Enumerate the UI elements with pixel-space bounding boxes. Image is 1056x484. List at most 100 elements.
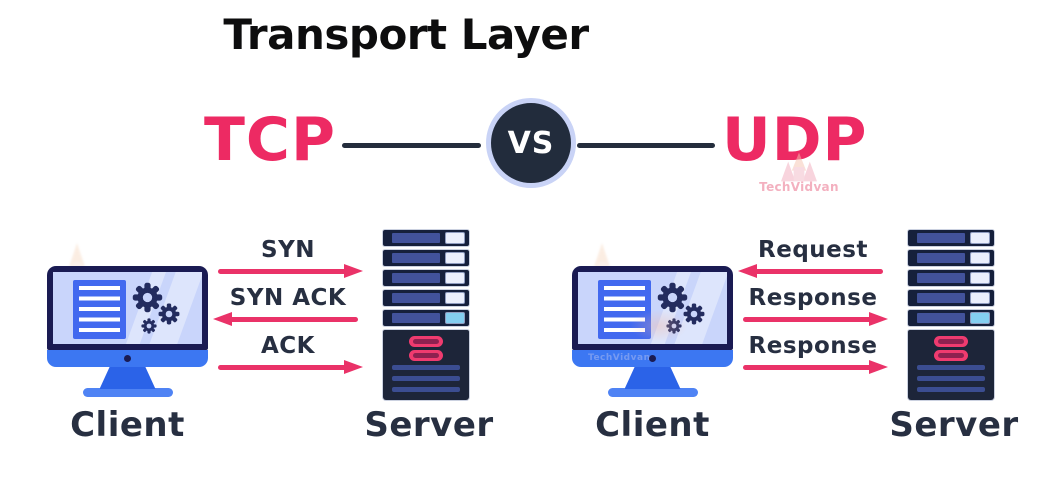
- server-unit: [383, 250, 469, 266]
- server-unit: [383, 270, 469, 286]
- document-icon: [598, 280, 651, 339]
- server-slot: [409, 336, 443, 347]
- client-caption: Client: [70, 405, 185, 445]
- document-icon: [73, 280, 126, 339]
- message-label: Response: [748, 333, 878, 359]
- connector-line-left: [342, 143, 481, 148]
- server-slot: [934, 350, 968, 361]
- server-unit-panel: [392, 253, 440, 263]
- camera-dot: [124, 355, 131, 362]
- monitor-chin: TechVidvan: [572, 350, 733, 367]
- server-unit: [383, 230, 469, 246]
- monitor-chin: [47, 350, 208, 367]
- monitor-stand: [624, 367, 681, 389]
- tcp-message-list: SYN SYN ACK ACK: [213, 237, 363, 381]
- monitor-screen: [53, 272, 202, 344]
- message-label: SYN: [261, 237, 315, 263]
- camera-dot: [649, 355, 656, 362]
- server-unit: [908, 270, 994, 286]
- client-computer: [47, 266, 208, 397]
- page-title: Transport Layer: [223, 10, 589, 59]
- client-caption: Client: [595, 405, 710, 445]
- message-arrow-icon: [213, 312, 360, 327]
- vs-badge-text: VS: [507, 125, 555, 161]
- monitor-screen: [578, 272, 727, 344]
- client-computer: TechVidvan: [572, 266, 733, 397]
- message-row: Response: [741, 333, 888, 375]
- server-slot: [934, 336, 968, 347]
- monitor-frame: [47, 266, 208, 350]
- server-unit-panel: [917, 253, 965, 263]
- server-caption: Server: [364, 405, 494, 445]
- server-led: [971, 293, 989, 303]
- watermark-smudge: [630, 310, 688, 342]
- server-led: [446, 293, 464, 303]
- connector-line-right: [577, 143, 715, 148]
- tcp-label: TCP: [204, 105, 336, 175]
- message-arrow-icon: [741, 360, 888, 375]
- server-unit: [908, 230, 994, 246]
- server-unit: [908, 290, 994, 306]
- monitor-base: [82, 388, 173, 397]
- server-vent-line: [917, 376, 985, 381]
- message-row: Response: [741, 285, 888, 327]
- server-led: [446, 253, 464, 263]
- message-arrow-icon: [741, 312, 888, 327]
- server-unit-panel: [392, 273, 440, 283]
- server-unit-panel: [917, 233, 965, 243]
- message-arrow-icon: [216, 264, 363, 279]
- server-led: [971, 233, 989, 243]
- monitor-stand: [99, 367, 156, 389]
- server-slot: [409, 350, 443, 361]
- message-label: Request: [758, 237, 868, 263]
- server-unit: [908, 310, 994, 326]
- monitor-base: [607, 388, 698, 397]
- udp-message-list: Request Response Response: [738, 237, 888, 381]
- server-vent-line: [392, 376, 460, 381]
- server-tower: [383, 330, 469, 400]
- server-unit: [383, 290, 469, 306]
- server-rack: [908, 230, 994, 400]
- document-lines: [604, 286, 645, 334]
- server-unit: [383, 310, 469, 326]
- message-arrow-icon: [216, 360, 363, 375]
- server-unit: [908, 250, 994, 266]
- server-unit-panel: [917, 273, 965, 283]
- server-vent-line: [392, 387, 460, 392]
- gear-medium-icon: [158, 303, 180, 325]
- server-led: [446, 313, 464, 323]
- message-row: ACK: [216, 333, 363, 375]
- brand-name: TechVidvan: [759, 180, 839, 194]
- document-lines: [79, 286, 120, 334]
- server-caption: Server: [889, 405, 1019, 445]
- server-led: [971, 313, 989, 323]
- vs-badge: VS: [486, 98, 576, 188]
- message-label: Response: [748, 285, 878, 311]
- server-rack: [383, 230, 469, 400]
- server-tower: [908, 330, 994, 400]
- server-unit-panel: [917, 313, 965, 323]
- udp-label: UDP: [722, 105, 868, 175]
- message-label: SYN ACK: [229, 285, 347, 311]
- server-unit-panel: [392, 313, 440, 323]
- tcp-exchange-panel: SYN SYN ACK ACK: [0, 225, 531, 484]
- server-led: [971, 253, 989, 263]
- server-unit-panel: [392, 293, 440, 303]
- message-row: Request: [738, 237, 885, 279]
- server-vent-line: [392, 365, 460, 370]
- server-unit-panel: [392, 233, 440, 243]
- server-led: [971, 273, 989, 283]
- server-unit-panel: [917, 293, 965, 303]
- server-vent-line: [917, 387, 985, 392]
- message-label: ACK: [260, 333, 315, 359]
- server-led: [446, 233, 464, 243]
- server-vent-line: [917, 365, 985, 370]
- gear-small-icon: [141, 318, 157, 334]
- udp-exchange-panel: TechVidvan Request Response Response: [525, 225, 1056, 484]
- monitor-frame: [572, 266, 733, 350]
- brand-logo-icon: [781, 152, 817, 182]
- brand-watermark: TechVidvan: [750, 152, 848, 194]
- chin-watermark: TechVidvan: [588, 353, 651, 363]
- server-led: [446, 273, 464, 283]
